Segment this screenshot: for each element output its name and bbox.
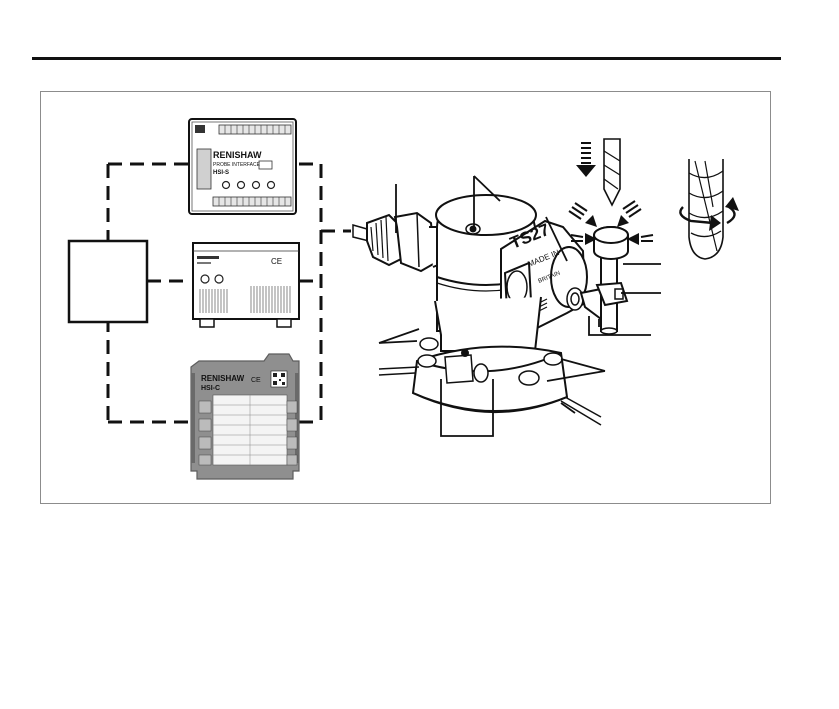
- hsi-s-model: HSI-S: [213, 170, 229, 176]
- figure-frame: RENISHAW PROBE INTERFACE HSI-S CE: [40, 91, 771, 504]
- machine-controller-box: [69, 241, 147, 322]
- drill-bit-icon: [604, 139, 620, 205]
- hsi-s-product-line: PROBE INTERFACE: [213, 162, 261, 168]
- ce-mark: CE: [271, 257, 282, 266]
- cable-right-top: [299, 164, 321, 422]
- base-screw: [519, 371, 539, 385]
- base-screw: [420, 338, 438, 350]
- cable-gland: [353, 213, 443, 271]
- base-slot: [445, 355, 473, 383]
- interface-module-hsi-s: RENISHAW PROBE INTERFACE HSI-S: [189, 119, 296, 214]
- hsi-c-model: HSI-C: [201, 385, 220, 392]
- system-diagram: RENISHAW PROBE INTERFACE HSI-S CE: [41, 92, 772, 505]
- led-column: [197, 149, 211, 189]
- interface-module-hsi-c: RENISHAW HSI-C CE: [191, 354, 299, 479]
- interface-module-box: CE: [193, 243, 299, 327]
- base-screw: [544, 353, 562, 365]
- hsi-c-brand: RENISHAW: [201, 374, 245, 383]
- ce-mark: CE: [251, 377, 261, 384]
- end-mill-icon: [689, 159, 723, 259]
- hsi-s-brand: RENISHAW: [213, 150, 262, 160]
- top-rule: [32, 57, 781, 60]
- arrow-upper-right-icon: [617, 201, 641, 227]
- arrow-upper-left-icon: [569, 203, 597, 227]
- down-arrow-icon: [576, 143, 596, 177]
- arrow-lower-right-icon: [627, 233, 653, 245]
- leader-base-screws-left: [379, 329, 419, 343]
- mounting-tab: [195, 125, 205, 133]
- ts27-probe: TS27 MADE IN BRITAIN: [353, 195, 628, 425]
- base-screw: [418, 355, 436, 367]
